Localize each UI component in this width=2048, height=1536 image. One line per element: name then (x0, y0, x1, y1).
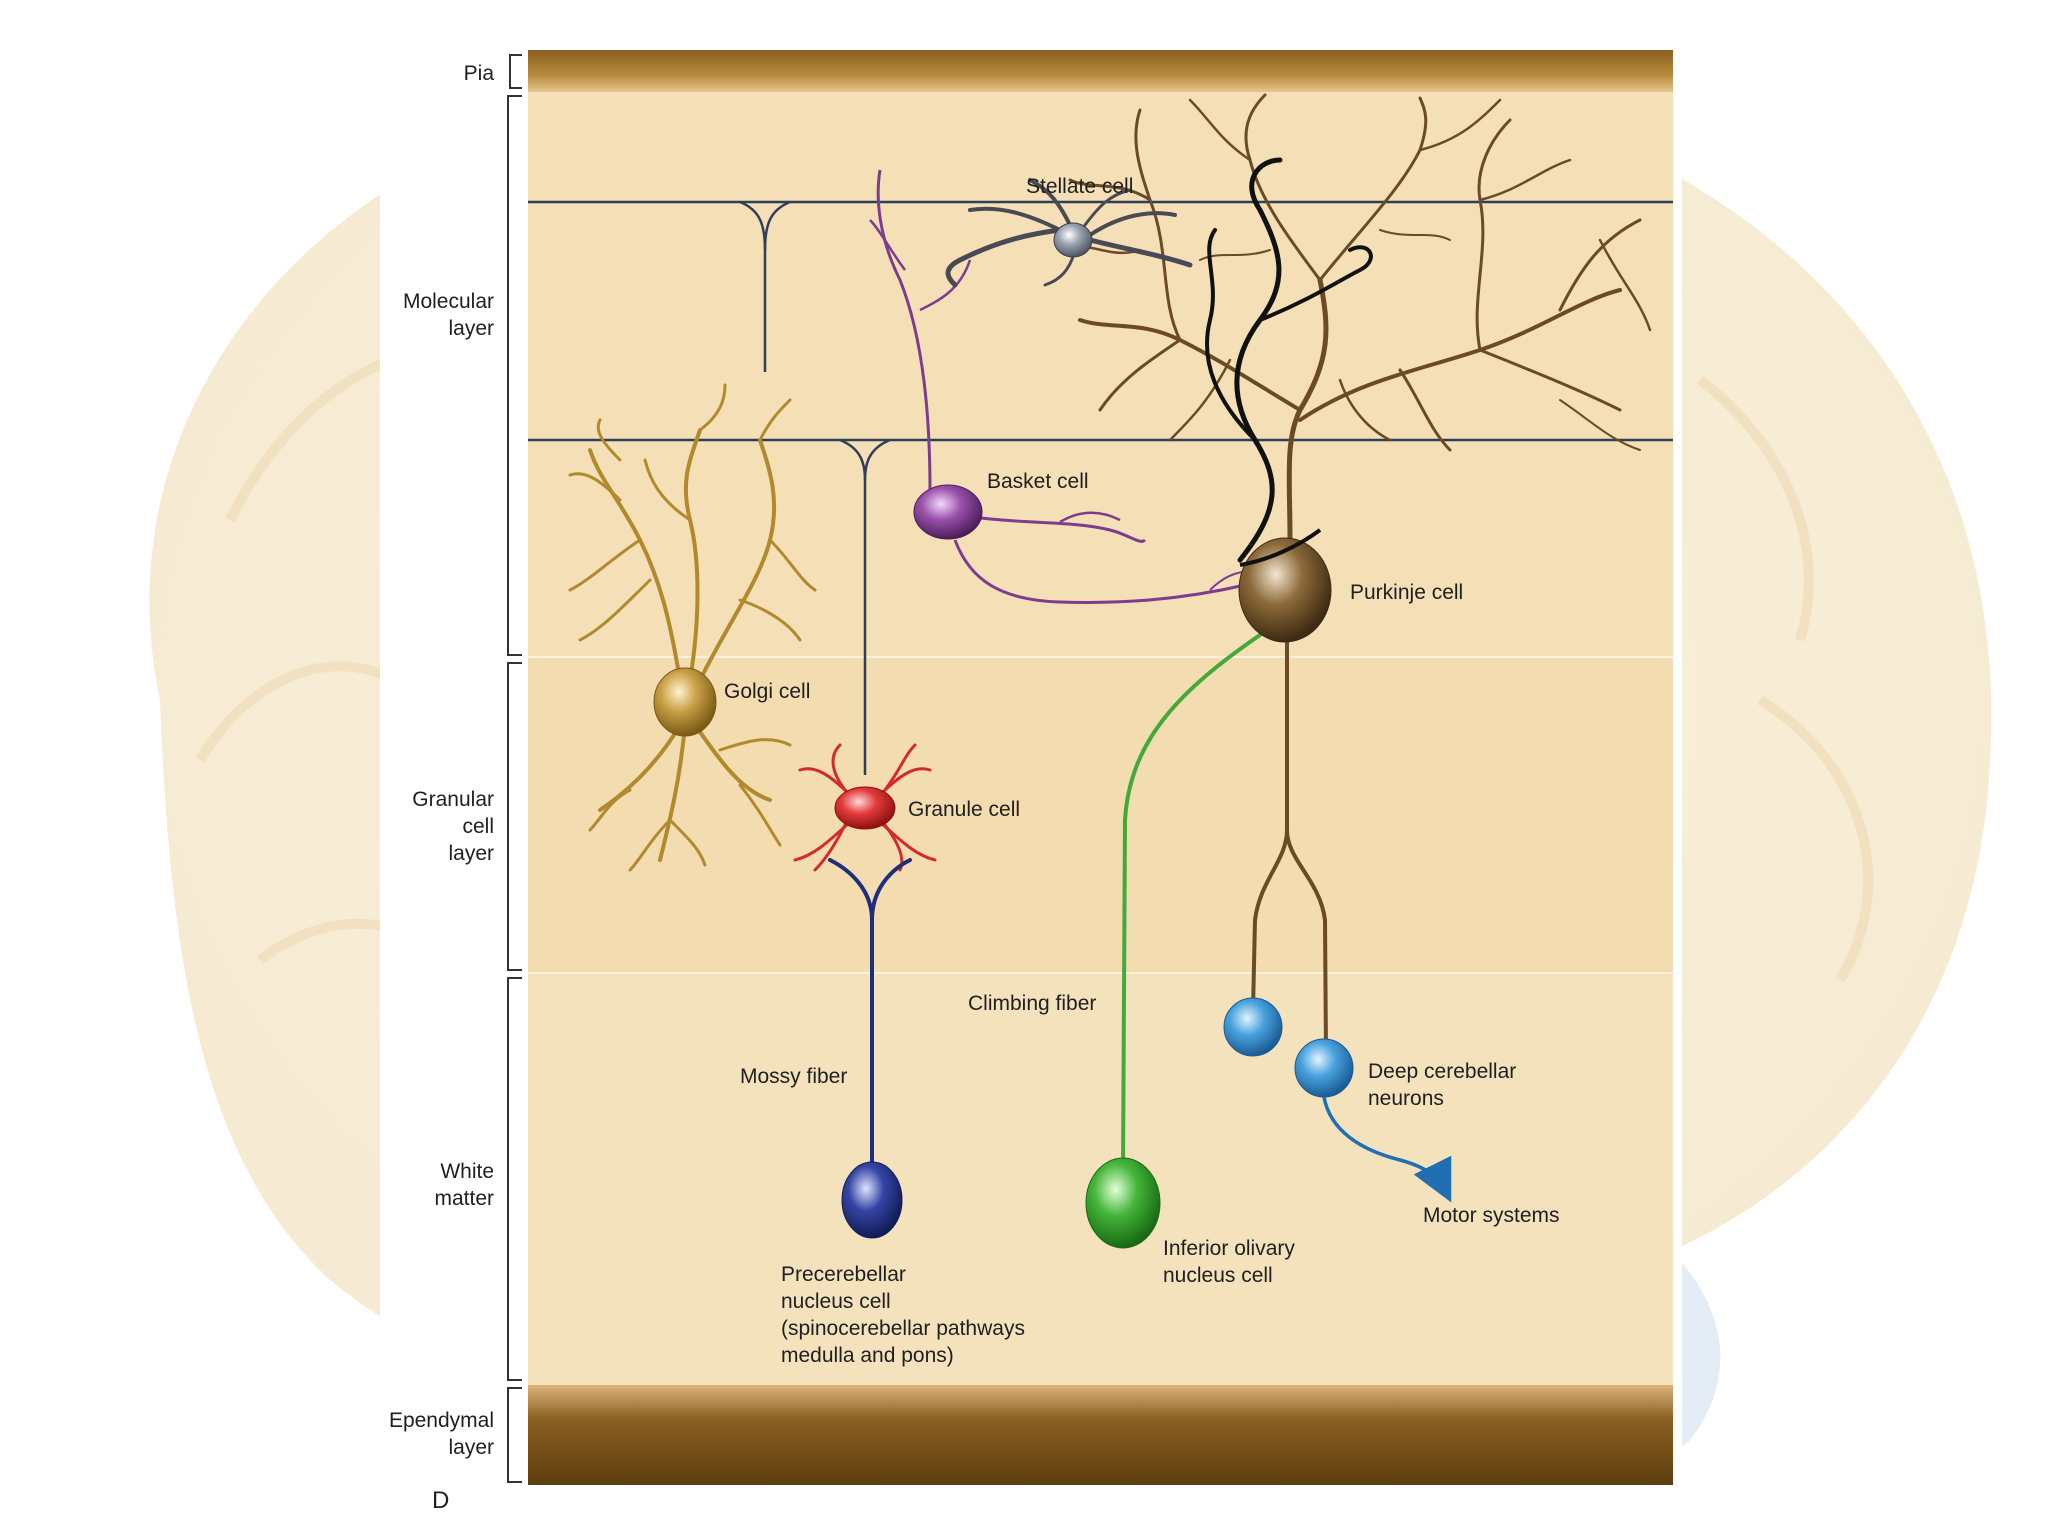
deep-cerebellar-label-line2: neurons (1368, 1087, 1444, 1110)
parallel-fibers (528, 200, 1673, 775)
climbing-fiber-on-soma (1239, 528, 1322, 567)
ependymal-band (528, 1385, 1673, 1485)
ependymal-layer-label-line2: layer (448, 1436, 494, 1459)
layer-brackets (507, 54, 522, 1483)
deep-cerebellar-neuron-1 (1223, 997, 1283, 1057)
deep-cerebellar-neuron-2 (1294, 1038, 1354, 1098)
climbing-fiber-label: Climbing fiber (968, 992, 1096, 1015)
inferior-olivary-label-line1: Inferior olivary (1163, 1237, 1295, 1260)
basket-cell (869, 169, 1256, 604)
precerebellar-label-line3: (spinocerebellar pathways (781, 1317, 1025, 1340)
precerebellar-label-line4: medulla and pons) (781, 1344, 954, 1367)
golgi-cell (568, 383, 817, 872)
granule-cell-label: Granule cell (908, 798, 1020, 821)
inferior-olivary-nucleus-cell (1085, 1157, 1161, 1249)
inferior-olivary-label-line2: nucleus cell (1163, 1264, 1273, 1287)
precerebellar-label-line1: Precerebellar (781, 1263, 906, 1286)
molecular-layer-label-line1: Molecular (403, 290, 494, 313)
climbing-fiber (1121, 157, 1373, 1172)
panel-letter: D (432, 1487, 449, 1514)
motor-systems-arrow (1322, 1096, 1452, 1203)
basket-cell-label: Basket cell (987, 470, 1089, 493)
purkinje-cell-label: Purkinje cell (1350, 581, 1463, 604)
golgi-cell-label: Golgi cell (724, 680, 810, 703)
pia-band (528, 50, 1673, 92)
mossy-fiber (828, 858, 912, 1167)
purkinje-dendritic-tree (1068, 93, 1652, 543)
molecular-layer-label-line2: layer (448, 317, 494, 340)
purkinje-cell (1238, 537, 1332, 643)
granular-layer-label-line2: cell (462, 815, 494, 838)
white-matter-label-line1: White (440, 1160, 494, 1183)
pia-label: Pia (464, 62, 495, 85)
stellate-cell (945, 178, 1193, 288)
precerebellar-label-line2: nucleus cell (781, 1290, 891, 1313)
mossy-fiber-label: Mossy fiber (740, 1065, 847, 1088)
granular-layer-label-line1: Granular (412, 788, 494, 811)
precerebellar-nucleus-cell (841, 1161, 903, 1239)
granular-layer-region (528, 657, 1673, 973)
granular-layer-label-line3: layer (448, 842, 494, 865)
purkinje-axon (1251, 638, 1328, 1057)
deep-cerebellar-label-line1: Deep cerebellar (1368, 1060, 1516, 1083)
white-matter-label-line2: matter (434, 1187, 494, 1210)
motor-systems-label: Motor systems (1423, 1204, 1560, 1227)
stellate-cell-label: Stellate cell (1026, 175, 1133, 198)
ependymal-layer-label-line1: Ependymal (389, 1409, 494, 1432)
granule-cell (793, 743, 937, 872)
